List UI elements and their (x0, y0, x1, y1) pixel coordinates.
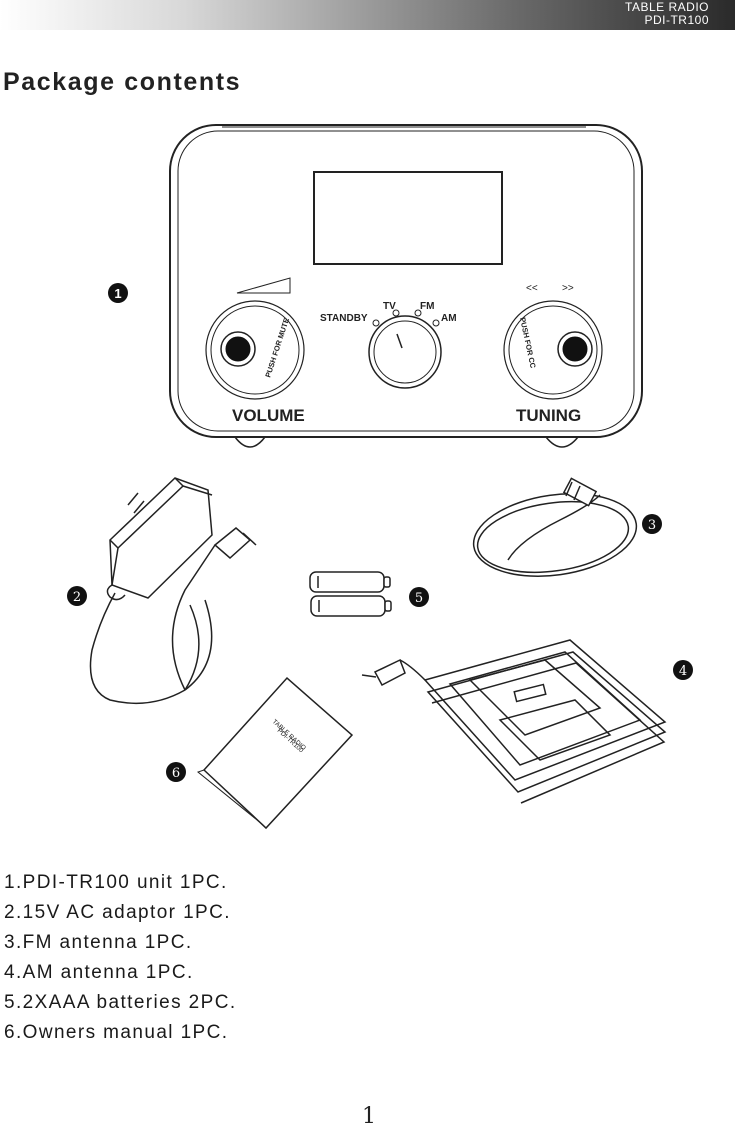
label-am: AM (441, 313, 457, 324)
callout-6: 6 (166, 762, 186, 782)
contents-item-batteries: 5.2XAAA batteries 2PC. (4, 992, 237, 1013)
am-antenna-illustration (361, 639, 667, 804)
radio-unit-illustration (169, 124, 643, 448)
label-fm: FM (420, 301, 434, 312)
svg-text:3: 3 (648, 518, 656, 533)
svg-text:6: 6 (172, 766, 180, 781)
contents-item-fm-antenna: 3.FM antenna 1PC. (4, 932, 193, 953)
fm-antenna-illustration (472, 477, 638, 577)
function-knob (368, 309, 442, 389)
label-tuning: TUNING (516, 406, 581, 425)
svg-text:1: 1 (114, 286, 121, 301)
header-model: PDI-TR100 (644, 13, 709, 27)
contents-item-unit: 1.PDI-TR100 unit 1PC. (4, 872, 228, 893)
contents-list: 1.PDI-TR100 unit 1PC. 2.15V AC adaptor 1… (4, 868, 237, 1048)
page-number: 1 (362, 1104, 376, 1129)
label-tune-down: << (526, 283, 538, 294)
svg-text:5: 5 (415, 591, 423, 606)
label-tune-up: >> (562, 283, 574, 294)
svg-text:2: 2 (73, 590, 81, 605)
callout-3: 3 (642, 514, 662, 534)
ac-adaptor-illustration (89, 477, 257, 705)
batteries-illustration (309, 571, 392, 617)
contents-item-manual: 6.Owners manual 1PC. (4, 1022, 229, 1043)
contents-item-am-antenna: 4.AM antenna 1PC. (4, 962, 194, 983)
label-tv: TV (383, 301, 396, 312)
callout-2: 2 (67, 586, 87, 606)
svg-text:4: 4 (679, 664, 687, 679)
header-bar: TABLE RADIO PDI-TR100 (0, 0, 735, 30)
label-standby: STANDBY (320, 313, 368, 324)
label-volume: VOLUME (232, 406, 305, 425)
callout-1: 1 (108, 283, 128, 303)
header-text: TABLE RADIO PDI-TR100 (625, 1, 709, 27)
package-illustration: VOLUME TUNING STANDBY TV FM AM << >> PUS… (67, 124, 693, 830)
label-push-for-mute: PUSH FOR MUTE (263, 317, 291, 379)
page-title: Package contents (3, 68, 242, 96)
callout-4: 4 (673, 660, 693, 680)
radio-display (313, 171, 503, 265)
volume-knob (205, 300, 305, 400)
label-push-for-cc: PUSH FOR CC (518, 317, 538, 370)
header-product-line: TABLE RADIO (625, 0, 709, 14)
contents-item-adaptor: 2.15V AC adaptor 1PC. (4, 902, 231, 923)
tuning-knob (503, 300, 603, 400)
owners-manual-illustration: TABLE RADIO PDI-TR100 (196, 676, 354, 830)
callout-5: 5 (409, 587, 429, 607)
